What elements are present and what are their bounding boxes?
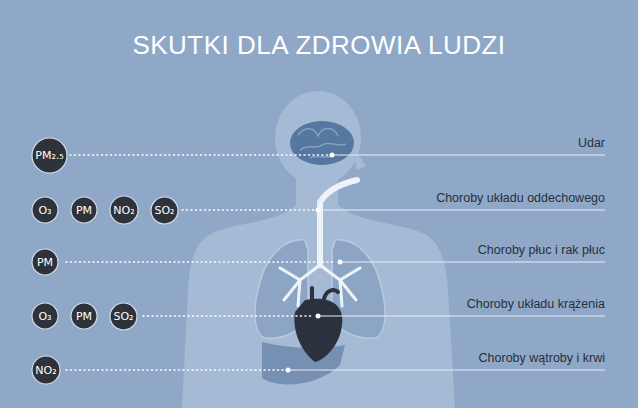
pollutant-circle: NO₂ (109, 195, 139, 225)
dotted-leader (66, 369, 284, 371)
heart-vessels (312, 288, 338, 300)
brain-folds (298, 129, 346, 159)
pollutant-circle: SO₂ (150, 196, 179, 225)
circle-fill (151, 197, 178, 224)
organ-dot (338, 260, 343, 265)
dotted-leader (70, 154, 328, 156)
head-silhouette (275, 91, 361, 185)
pollutant-circle: PM (70, 302, 98, 330)
organ-dot (286, 368, 291, 373)
pollutant-circle: NO₂ (31, 355, 61, 385)
solid-leader (340, 262, 605, 263)
circle-fill (32, 303, 58, 329)
solid-leader (318, 316, 605, 317)
organ-dot (330, 153, 335, 158)
solid-leader (318, 210, 605, 211)
circle-fill (32, 249, 58, 275)
organ-dot (316, 314, 321, 319)
pollutant-circle: SO₂ (109, 302, 138, 331)
pollutant-name: PM (37, 256, 53, 269)
pollutant-name: NO₂ (113, 204, 134, 217)
dotted-leader (66, 261, 336, 263)
pollutant-name: PM (76, 310, 92, 323)
circle-fill (71, 303, 97, 329)
pollutant-circle: PM₂.₅ (31, 137, 68, 174)
effect-label: Choroby płuc i rak płuc (478, 243, 605, 258)
pollutant-circle: PM (31, 248, 59, 276)
circle-fill (110, 303, 137, 330)
circle-fill (71, 197, 97, 223)
solid-leader (288, 370, 605, 371)
effect-label: Udar (578, 136, 605, 151)
effect-label: Choroby układu oddechowego (436, 191, 605, 206)
pollutant-circle: O₃ (31, 302, 59, 330)
pollutant-name: SO₂ (154, 204, 174, 217)
dotted-leader (143, 315, 314, 317)
pollutant-name: SO₂ (113, 310, 133, 323)
trachea (320, 180, 357, 265)
pollutant-name: O₃ (38, 310, 51, 323)
brain (290, 121, 354, 165)
page-title: SKUTKI DLA ZDROWIA LUDZI (0, 29, 638, 61)
nose-silhouette (355, 150, 366, 170)
solid-leaders (288, 155, 605, 370)
dotted-leader (182, 209, 314, 211)
effect-label: Choroby wątroby i krwi (479, 351, 605, 366)
circle-fill (32, 197, 58, 223)
circle-fill (32, 138, 67, 173)
pollutant-name: O₃ (38, 204, 51, 217)
effect-label: Choroby układu krążenia (467, 297, 605, 312)
circle-fill (110, 196, 138, 224)
organ-dots (286, 153, 343, 373)
pollutant-circle: O₃ (31, 196, 59, 224)
solid-leader (332, 155, 605, 156)
heart (294, 299, 342, 362)
pollutant-circle: PM (70, 196, 98, 224)
circle-fill (32, 356, 60, 384)
dotted-leaders (66, 155, 336, 370)
pollutant-name: NO₂ (35, 364, 56, 377)
pollutant-name: PM (76, 204, 92, 217)
organ-dot (316, 208, 321, 213)
pollutant-name: PM₂.₅ (35, 149, 63, 162)
